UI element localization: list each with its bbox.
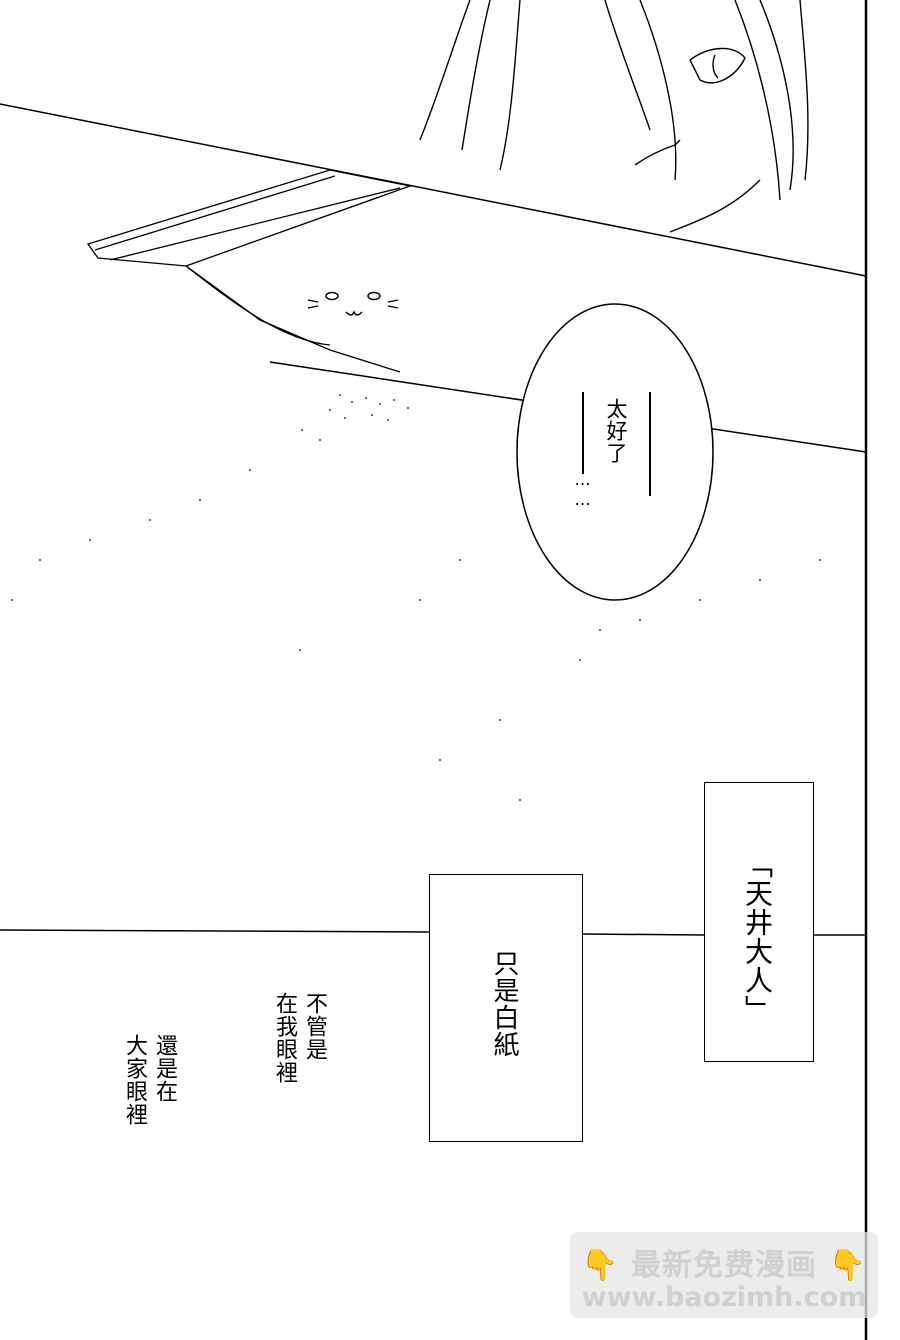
narration-col2: 在我眼裡 <box>272 992 297 1084</box>
watermark-title: 👇 最新免费漫画 👇 <box>570 1240 878 1284</box>
speech-bubble <box>516 303 714 601</box>
screentone-dots <box>11 394 821 801</box>
caption-paper-text: 只是白紙 <box>489 950 519 1058</box>
paper-drawing <box>86 169 413 373</box>
narration-col4: 大家眼裡 <box>122 1034 147 1126</box>
pointing-down-hand-icon: 👇 <box>581 1248 620 1283</box>
narration-col1: 不管是 <box>302 992 327 1061</box>
character-figure <box>419 0 809 233</box>
caption-box-amai <box>704 782 814 1062</box>
watermark[interactable]: 👇 最新免费漫画 👇 www.baozimh.com <box>570 1232 878 1318</box>
narration-col3: 還是在 <box>152 1034 177 1103</box>
bubble-dash-2 <box>582 392 584 474</box>
watermark-title-text: 最新免费漫画 <box>631 1248 817 1283</box>
caption-amai-text: 「天井大人」 <box>741 850 774 1024</box>
watermark-url[interactable]: www.baozimh.com <box>581 1282 867 1313</box>
bubble-ellipsis: …… <box>573 470 592 510</box>
bubble-dash <box>649 392 651 496</box>
bubble-text-line1: 太好了 <box>604 398 628 464</box>
caption-box-paper <box>429 874 583 1142</box>
cat-face-doodle <box>307 291 399 316</box>
pointing-down-hand-icon: 👇 <box>828 1248 867 1283</box>
